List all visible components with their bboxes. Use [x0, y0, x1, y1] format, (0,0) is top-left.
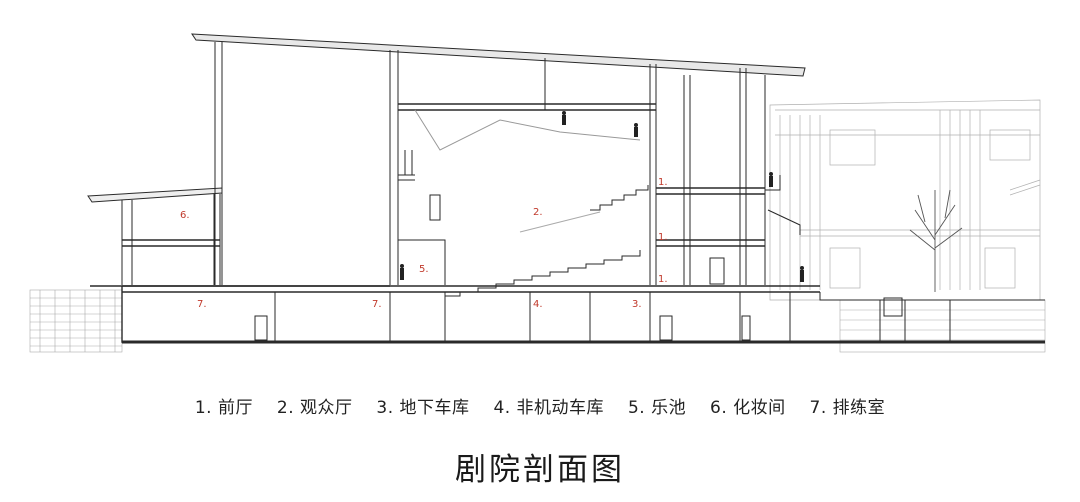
legend-item-lobby: 1. 前厅: [194, 398, 253, 418]
legend-item-rehearsal: 7. 排练室: [809, 398, 886, 418]
basement: [121, 285, 1045, 344]
dressing-room-block: [87, 187, 390, 287]
legend-item-pit: 5. 乐池: [627, 398, 687, 418]
label-dressing: 6.: [180, 210, 190, 221]
label-lobby-2: 1.: [658, 232, 668, 243]
label-rehearsal-2: 7.: [372, 299, 382, 310]
legend-item-garage: 3. 地下车库: [376, 398, 470, 418]
legend: 1. 前厅 2. 观众厅 3. 地下车库 4. 非机动车库 5. 乐池 6. 化…: [0, 393, 1080, 418]
ground-hatch-left: [29, 289, 123, 353]
auditorium-structure: [398, 103, 656, 285]
auditorium-steps: [445, 185, 649, 297]
section-drawing: 1. 1. 1. 2. 3. 4. 5. 6. 7. 7.: [29, 33, 1046, 353]
drawing-title: 剧院剖面图: [455, 452, 625, 488]
label-lobby-1: 1.: [658, 177, 668, 188]
label-garage: 3.: [632, 299, 642, 310]
legend-item-dressing: 6. 化妆间: [710, 398, 786, 418]
tree: [909, 189, 963, 292]
label-auditorium: 2.: [533, 207, 543, 218]
legend-item-bike-garage: 4. 非机动车库: [493, 398, 605, 418]
label-lobby-3: 1.: [658, 274, 668, 285]
label-pit: 5.: [419, 264, 429, 275]
label-rehearsal-1: 7.: [197, 299, 207, 310]
main-roof: [191, 33, 806, 285]
people-silhouettes: [400, 111, 804, 282]
ground-hatch-right: [839, 299, 1046, 353]
legend-item-auditorium: 2. 观众厅: [276, 398, 353, 418]
lobby-floors: [656, 75, 801, 285]
background-building: [769, 99, 1041, 301]
label-bike-garage: 4.: [533, 299, 543, 310]
